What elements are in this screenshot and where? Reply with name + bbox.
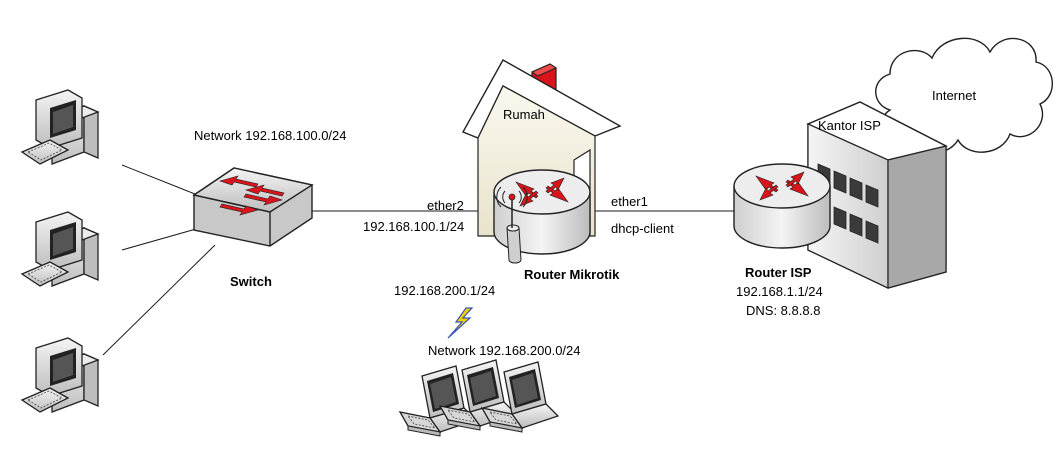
label-router-isp: Router ISP	[745, 265, 812, 280]
label-ether2: ether2	[427, 198, 464, 213]
pc-icon-3	[21, 337, 99, 413]
label-ether1: ether1	[611, 194, 648, 209]
pc-icon-2	[21, 211, 99, 287]
router-isp-icon	[733, 163, 831, 249]
label-switch: Switch	[230, 274, 272, 289]
label-dhcp: dhcp-client	[611, 221, 674, 236]
antenna-icon	[496, 186, 528, 264]
label-dns: DNS: 8.8.8.8	[746, 303, 821, 318]
lightning-bolt-icon	[447, 307, 474, 339]
label-rumah: Rumah	[503, 107, 545, 122]
label-ip-wlan: 192.168.200.1/24	[394, 283, 496, 298]
label-ip-isp: 192.168.1.1/24	[736, 284, 823, 299]
label-network-wlan: Network 192.168.200.0/24	[428, 343, 581, 358]
label-router-mikrotik: Router Mikrotik	[524, 267, 620, 282]
pc-icon-1	[21, 89, 99, 165]
label-kantor: Kantor ISP	[818, 118, 881, 133]
connection-lines	[102, 164, 736, 356]
network-switch-icon	[192, 167, 314, 247]
label-internet: Internet	[932, 88, 977, 103]
label-ip-lan: 192.168.100.1/24	[363, 219, 465, 234]
label-network-lan: Network 192.168.100.0/24	[194, 128, 347, 143]
office-building-icon	[806, 101, 949, 289]
